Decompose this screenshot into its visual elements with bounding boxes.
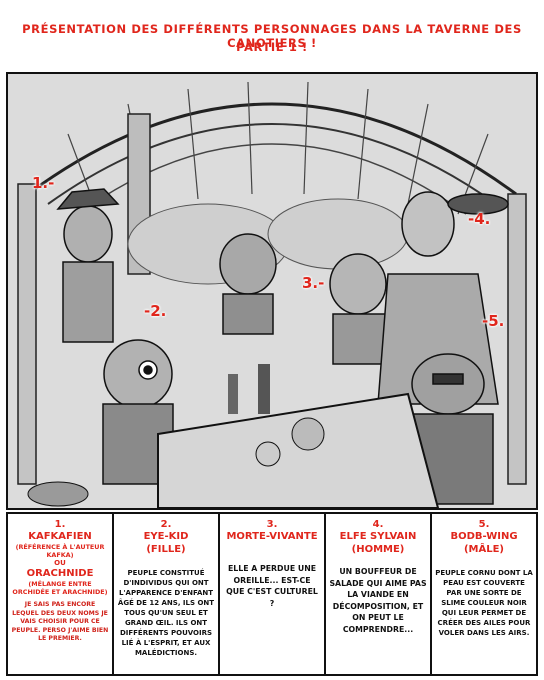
card-name: BODB-WING	[450, 531, 518, 542]
card-morte-vivante: 3. MORTE-VIVANTE ELLE A PERDUE UNE OREIL…	[220, 514, 326, 674]
tavern-drawing	[8, 74, 536, 508]
card-body: PEUPLE CONSTITUÉ D'INDIVIDUS QUI ONT L'A…	[117, 569, 215, 657]
marker-character-1: 1.-	[32, 174, 55, 192]
card-subtitle: (HOMME)	[351, 544, 405, 555]
header-title: PRÉSENTATION DES DIFFÉRENTS PERSONNAGES …	[22, 22, 522, 50]
header-subtitle: PARTIE 1 !	[236, 40, 308, 54]
page-header: PRÉSENTATION DES DIFFÉRENTS PERSONNAGES …	[0, 0, 544, 70]
card-or: OU	[54, 559, 66, 567]
card-body: PEUPLE CORNU DONT LA PEAU EST COUVERTE P…	[435, 569, 533, 637]
card-name: EYE-KID	[143, 531, 189, 542]
card-subtitle: (FILLE)	[146, 544, 186, 555]
card-number: 1.	[54, 519, 66, 530]
card-name: ELFE SYLVAIN	[339, 531, 417, 542]
card-alt-note: (MÉLANGE ENTRE ORCHIDÉE ET ARACHNIDE)	[12, 580, 108, 596]
card-number: 4.	[372, 519, 384, 530]
marker-character-4: -4.	[468, 210, 491, 228]
marker-character-3: 3.-	[302, 274, 325, 292]
card-number: 3.	[266, 519, 278, 530]
card-note: (RÉFÉRENCE À L'AUTEUR KAFKA)	[15, 543, 105, 559]
card-name: KAFKAFIEN	[28, 531, 92, 542]
character-cards: 1. KAFKAFIEN (RÉFÉRENCE À L'AUTEUR KAFKA…	[6, 512, 538, 676]
card-alt-name: ORACHNIDE	[26, 568, 94, 579]
card-number: 2.	[160, 519, 172, 530]
card-body: UN BOUFFEUR DE SALADE QUI AIME PAS LA VI…	[329, 567, 427, 634]
card-elfe-sylvain: 4. ELFE SYLVAIN (HOMME) UN BOUFFEUR DE S…	[326, 514, 432, 674]
card-number: 5.	[478, 519, 490, 530]
card-kafkafien: 1. KAFKAFIEN (RÉFÉRENCE À L'AUTEUR KAFKA…	[8, 514, 114, 674]
card-bodb-wing: 5. BODB-WING (MÂLE) PEUPLE CORNU DONT LA…	[432, 514, 536, 674]
tavern-illustration: 1.- -2. 3.- -4. -5.	[6, 72, 538, 510]
card-body: ELLE A PERDUE UNE OREILLE... EST-CE QUE …	[226, 564, 318, 608]
marker-character-2: -2.	[144, 302, 167, 320]
marker-character-5: -5.	[482, 312, 505, 330]
card-body: JE SAIS PAS ENCORE LEQUEL DES DEUX NOMS …	[11, 601, 109, 643]
card-eye-kid: 2. EYE-KID (FILLE) PEUPLE CONSTITUÉ D'IN…	[114, 514, 220, 674]
card-subtitle: (MÂLE)	[463, 544, 505, 555]
card-name: MORTE-VIVANTE	[226, 531, 318, 542]
